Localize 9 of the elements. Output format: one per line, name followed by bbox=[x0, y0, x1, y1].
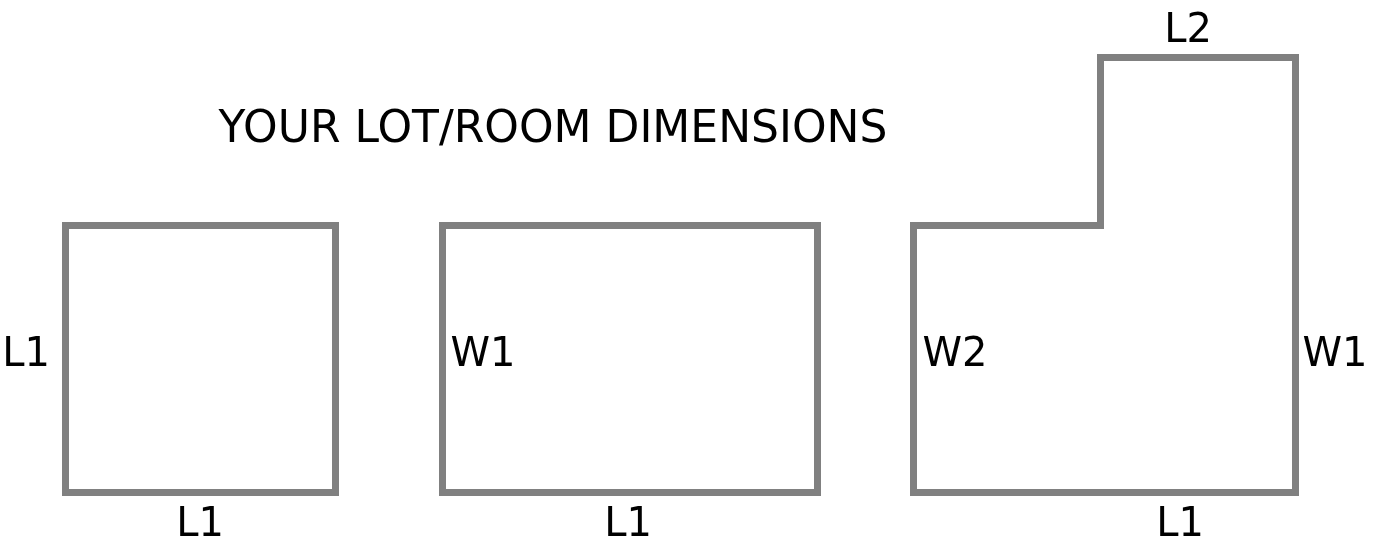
dimension-label: L1 bbox=[1156, 500, 1204, 544]
title: YOUR LOT/ROOM DIMENSIONS bbox=[218, 102, 888, 152]
dimension-label: L1 bbox=[604, 500, 652, 544]
dimension-label: L1 bbox=[176, 500, 224, 544]
dimension-label: W1 bbox=[1302, 330, 1368, 374]
dimension-label: W2 bbox=[922, 330, 988, 374]
dimension-label: L1 bbox=[2, 330, 50, 374]
dimension-label: W1 bbox=[450, 330, 516, 374]
dimension-label: L2 bbox=[1164, 6, 1212, 50]
